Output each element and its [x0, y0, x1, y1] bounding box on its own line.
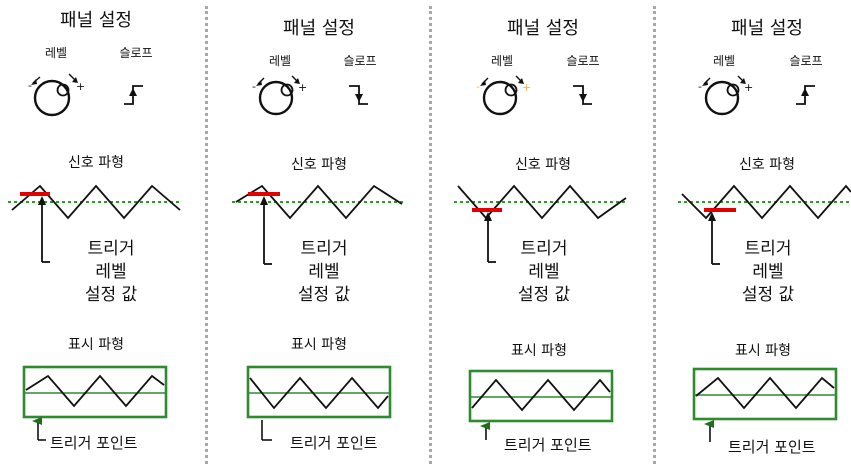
display-waveform — [22, 365, 168, 441]
rotary-knob-icon — [256, 75, 300, 116]
knob-plus-sign: + — [76, 80, 85, 93]
panel-divider — [653, 6, 656, 464]
display-waveform-label: 표시 파형 — [735, 343, 791, 359]
signal-waveform-label: 신호 파형 — [739, 157, 795, 173]
display-waveform-label: 표시 파형 — [511, 343, 567, 359]
trigger-point-arrow — [32, 417, 42, 425]
rotary-knob-icon — [480, 75, 524, 116]
display-triangle-wave — [695, 376, 835, 410]
panel-1: 패널 설정 레벨 슬로프 신호 파형 트리거 레벨 설정 값 표시 파형 트리거… — [0, 0, 212, 470]
panel-title: 패널 설정 — [731, 18, 803, 39]
panel-title: 패널 설정 — [60, 10, 132, 31]
signal-waveform-label: 신호 파형 — [68, 155, 124, 171]
display-waveform — [468, 369, 614, 440]
rotary-knob-icon — [702, 75, 746, 116]
panel-2: 패널 설정 레벨 슬로프 신호 파형 트리거 레벨 설정 값 표시 파형 트리거… — [212, 0, 424, 470]
display-frame — [22, 365, 168, 419]
trigger-level-setting-label: 트리거 레벨 설정 값 — [517, 239, 571, 305]
panel-3: 패널 설정 레벨 슬로프 신호 파형 트리거 레벨 설정 값 표시 파형 트리거… — [436, 0, 648, 470]
falling-edge-icon — [349, 85, 368, 105]
panel-4: 패널 설정 레벨 슬로프 신호 파형 트리거 레벨 설정 값 표시 파형 트리거… — [660, 0, 851, 470]
rising-edge-icon — [796, 85, 815, 105]
signal-waveform-label: 신호 파형 — [515, 157, 571, 173]
display-triangle-wave — [25, 374, 165, 408]
falling-edge-icon — [573, 85, 592, 105]
signal-triangle-wave — [235, 184, 403, 220]
knob-plus-sign: + — [298, 81, 307, 94]
signal-triangle-wave — [681, 184, 851, 220]
level-label: 레벨 — [268, 54, 292, 68]
display-waveform — [692, 367, 838, 442]
signal-waveform — [8, 184, 181, 263]
trigger-point-label: 트리거 포인트 — [50, 434, 138, 452]
display-triangle-wave — [471, 378, 611, 412]
knob-minus-sign: - — [476, 80, 480, 93]
display-frame — [468, 369, 614, 423]
level-label: 레벨 — [490, 54, 514, 68]
panel-title: 패널 설정 — [507, 18, 579, 39]
display-frame — [692, 367, 838, 421]
slope-label: 슬로프 — [789, 54, 823, 68]
trigger-point-label: 트리거 포인트 — [504, 436, 592, 454]
rising-edge-icon — [124, 85, 143, 105]
knob-plus-sign: + — [744, 81, 753, 94]
rotary-knob-icon — [31, 73, 78, 117]
panel-title: 패널 설정 — [283, 18, 355, 39]
display-triangle-wave — [249, 376, 389, 410]
panel-3-graphics: - + — [454, 75, 628, 440]
display-waveform-label: 표시 파형 — [291, 337, 347, 353]
trigger-point-arrow — [480, 422, 490, 430]
trigger-point-label: 트리거 포인트 — [290, 434, 378, 452]
signal-waveform — [232, 184, 404, 265]
slope-label: 슬로프 — [343, 54, 377, 68]
trigger-level-setting-label: 트리거 레벨 설정 값 — [741, 239, 795, 305]
panel-1-graphics: - + — [8, 73, 181, 441]
knob-minus-sign: - — [28, 79, 32, 92]
knob-minus-sign: - — [252, 80, 256, 93]
panel-2-graphics: - + — [232, 75, 404, 441]
trigger-level-setting-label: 트리거 레벨 설정 값 — [297, 239, 351, 305]
level-label: 레벨 — [44, 46, 68, 60]
signal-waveform — [454, 184, 628, 263]
display-waveform-label: 표시 파형 — [68, 337, 124, 353]
knob-plus-sign: + — [522, 81, 531, 94]
display-frame — [246, 365, 392, 419]
signal-triangle-wave — [11, 184, 181, 220]
trigger-point-label: 트리거 포인트 — [728, 438, 816, 456]
level-label: 레벨 — [712, 54, 736, 68]
knob-minus-sign: - — [698, 80, 702, 93]
trigger-point-arrow — [704, 420, 714, 428]
panel-divider — [429, 6, 432, 464]
signal-waveform — [678, 184, 851, 265]
panel-4-graphics: - + — [678, 75, 851, 442]
slope-label: 슬로프 — [566, 54, 600, 68]
display-waveform — [246, 365, 392, 441]
panel-divider — [205, 6, 208, 464]
signal-waveform-label: 신호 파형 — [291, 157, 347, 173]
slope-label: 슬로프 — [119, 46, 153, 60]
trigger-level-setting-label: 트리거 레벨 설정 값 — [84, 239, 138, 305]
